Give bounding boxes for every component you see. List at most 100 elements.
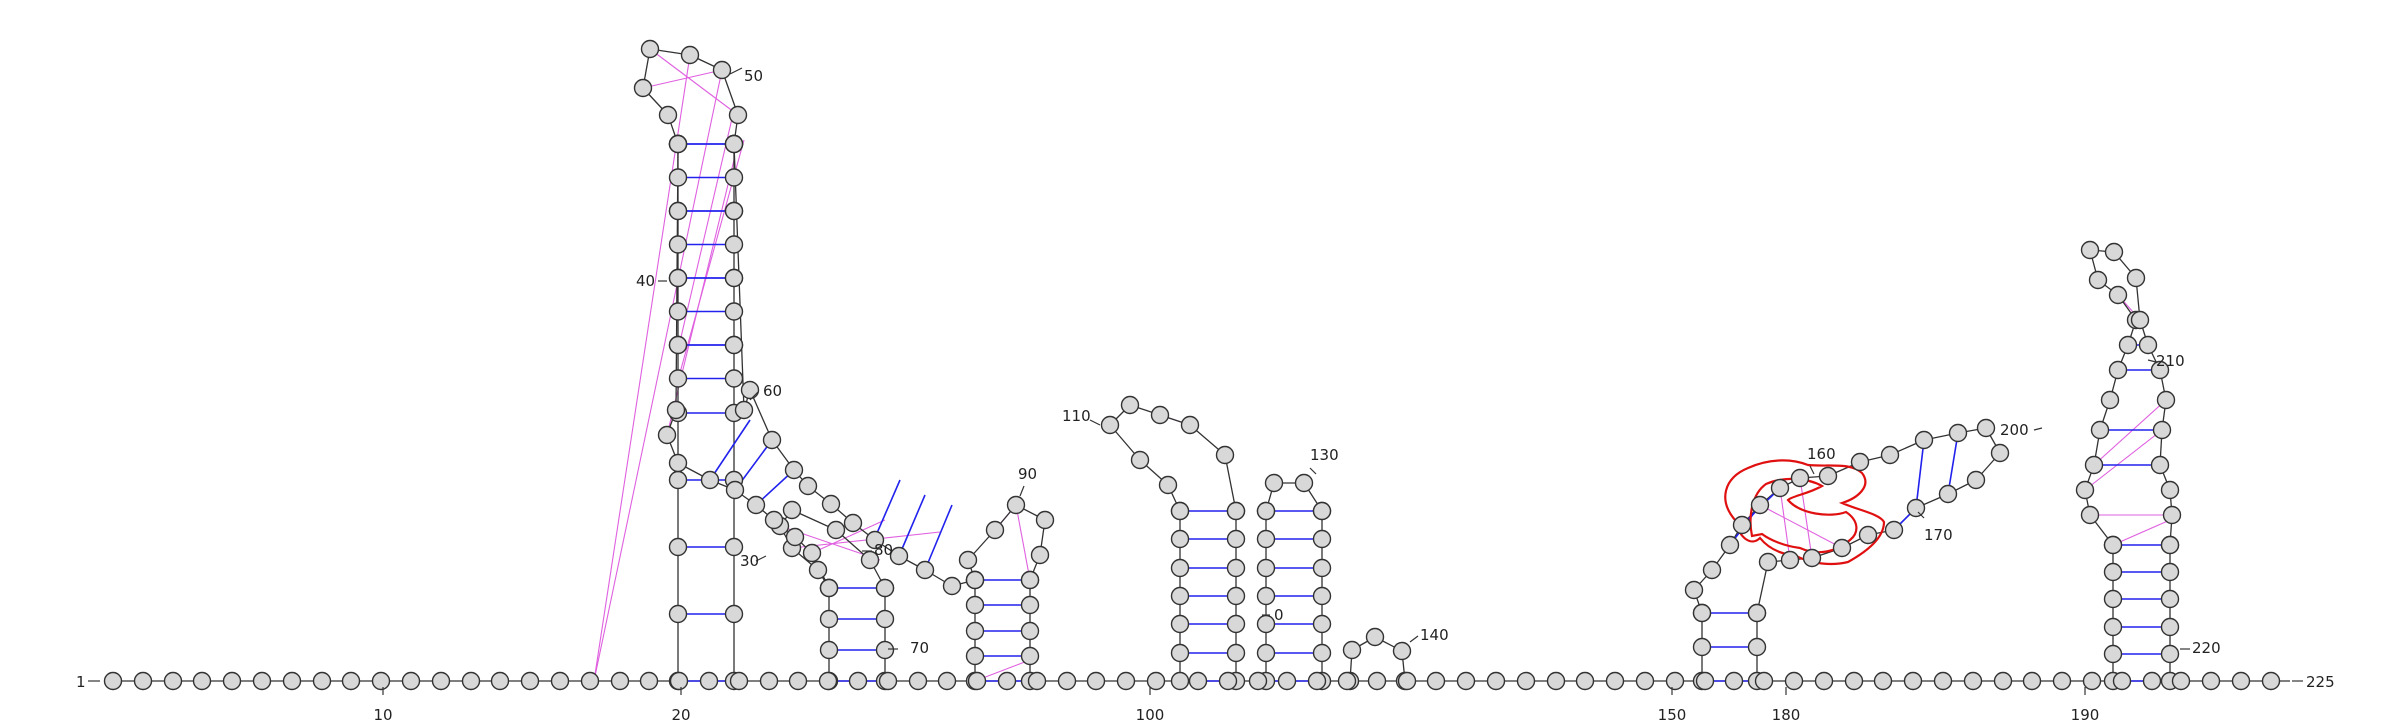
nucleotide [2160,589,2180,609]
label-200: 200 [2000,421,2029,439]
nucleotide [2126,268,2146,288]
nucleotide [1188,671,1208,691]
nucleotide [192,671,212,691]
label-tick [1089,419,1101,426]
nucleotide [1170,671,1190,691]
nucleotide [788,671,808,691]
nucleotide [1692,637,1712,657]
nucleotide [2108,360,2128,380]
nucleotide [1158,475,1178,495]
label-layer: 1 30 40 50 60 70 80 90 110 130 0 140 160… [76,67,2335,724]
nucleotide [2075,480,2095,500]
nucleotide [2084,455,2104,475]
nucleotide [2118,335,2138,355]
nucleotide [1020,646,1040,666]
nucleotide [2152,420,2172,440]
nucleotide [1294,473,1314,493]
label-70: 70 [910,639,929,657]
nucleotide [1342,640,1362,660]
nucleotide [1312,643,1332,663]
nucleotide [1256,558,1276,578]
nucleotide [1802,548,1822,568]
nucleotide [1750,495,1770,515]
nucleotide [1226,614,1246,634]
nucleotide [724,268,744,288]
label-50: 50 [744,67,763,85]
nucleotide [784,460,804,480]
nucleotide [1702,560,1722,580]
nucleotide [724,335,744,355]
nucleotide [610,671,630,691]
nucleotide [865,530,885,550]
nucleotide [724,134,744,154]
nucleotide [740,380,760,400]
nucleotide [1858,525,1878,545]
nucleotide [1850,452,1870,472]
label-40: 40 [636,272,655,290]
nucleotide-layer [103,39,2281,691]
pseudoknot-pair-line [649,48,739,116]
nucleotide [997,671,1017,691]
nucleotide [1020,621,1040,641]
nucleotide [1906,498,1926,518]
nucleotide [915,560,935,580]
label-tick [749,391,759,401]
nucleotide [1226,501,1246,521]
nucleotide [1226,643,1246,663]
nucleotide [2080,240,2100,260]
nucleotide [746,495,766,515]
nucleotide [1170,614,1190,634]
nucleotide [1256,643,1276,663]
nucleotide [985,520,1005,540]
nucleotide [2150,455,2170,475]
pseudoknot-pair-line [677,109,735,351]
nucleotide [889,546,909,566]
nucleotide [1605,671,1625,691]
nucleotide [1256,529,1276,549]
nucleotide [875,578,895,598]
nucleotide [1312,501,1332,521]
nucleotide [1130,450,1150,470]
backbone-layer [113,48,2290,682]
nucleotide [1170,643,1190,663]
nucleotide [668,134,688,154]
nucleotide [1754,671,1774,691]
label-0: 0 [1274,606,1284,624]
nucleotide [958,550,978,570]
nucleotide [1880,445,1900,465]
nucleotide [2103,535,2123,555]
nucleotide [2150,360,2170,380]
nucleotide [712,60,732,80]
tick-label-150: 150 [1658,706,1687,721]
nucleotide [668,168,688,187]
nucleotide [1312,614,1332,634]
nucleotide [1873,671,1893,691]
nucleotide [1307,671,1327,691]
base-pair-line [924,504,953,571]
nucleotide [724,537,744,557]
nucleotide [461,671,481,691]
nucleotide [1747,603,1767,623]
nucleotide [1020,595,1040,615]
pseudoknot-pair-line [593,54,691,682]
nucleotide [1312,558,1332,578]
label-tick [2033,427,2043,431]
nucleotide [1990,443,2010,463]
nucleotide [1914,430,1934,450]
nucleotide [1367,671,1387,691]
pseudoknot-pair-line [1799,477,1813,559]
label-170: 170 [1924,526,1953,544]
pseudoknot-pair-line [1779,487,1791,561]
nucleotide [1976,418,1996,438]
nucleotide [1684,580,1704,600]
nucleotide [1456,671,1476,691]
label-110: 110 [1062,407,1091,425]
nucleotide [724,604,744,624]
label-130: 130 [1310,446,1339,464]
label-160: 160 [1807,445,1836,463]
nucleotide [1100,415,1120,435]
label-tick [1019,485,1025,497]
nucleotide [875,609,895,629]
